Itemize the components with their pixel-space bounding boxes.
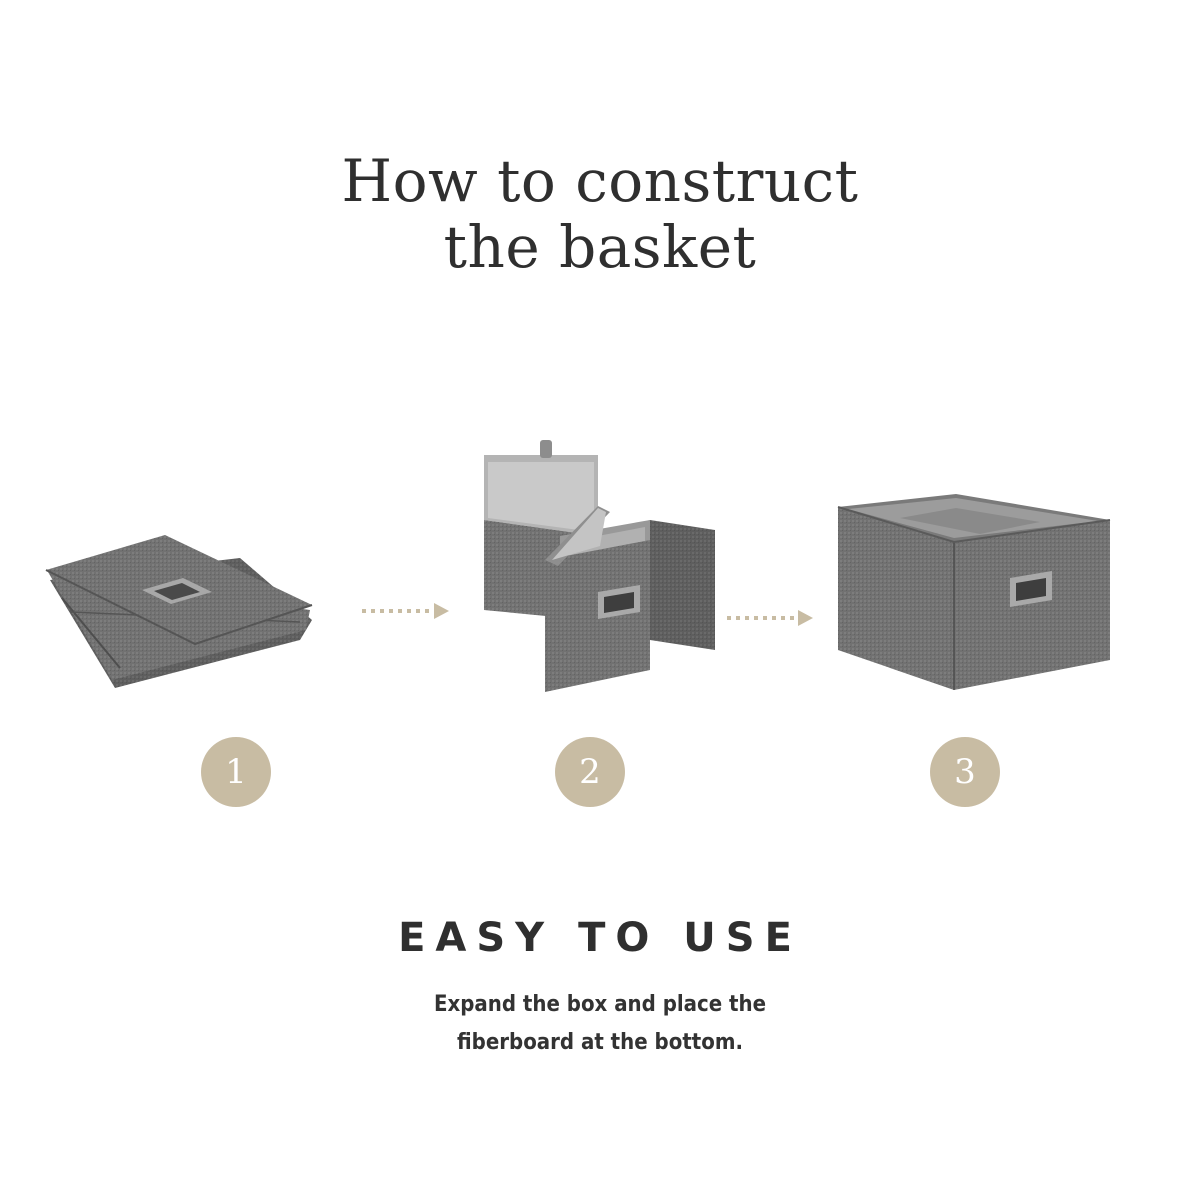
dotted-arrow-icon (727, 610, 813, 626)
half-open-box-icon (484, 440, 715, 692)
description: Expand the box and place the fiberboard … (300, 986, 900, 1062)
step-1-badge: 1 (201, 737, 271, 807)
folded-box-icon (45, 535, 313, 688)
description-line-2: fiberboard at the bottom. (457, 1030, 743, 1055)
step-3-badge: 3 (930, 737, 1000, 807)
page-title: How to construct the basket (0, 148, 1200, 280)
assembled-box-icon (837, 494, 1111, 690)
title-line-2: the basket (443, 213, 757, 281)
step-2-badge: 2 (555, 737, 625, 807)
title-line-1: How to construct (341, 147, 859, 215)
description-line-1: Expand the box and place the (433, 992, 767, 1017)
section-heading: EASY TO USE (398, 915, 802, 961)
dotted-arrow-icon (362, 603, 449, 619)
